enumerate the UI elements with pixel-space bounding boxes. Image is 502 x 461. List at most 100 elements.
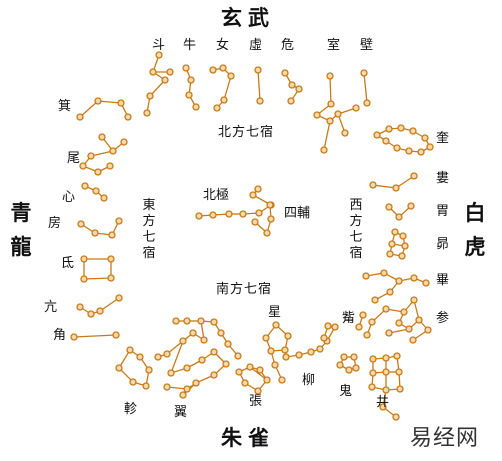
star <box>352 104 360 112</box>
star <box>388 240 396 248</box>
star <box>326 117 334 125</box>
constellation-bi <box>360 69 371 107</box>
star <box>234 352 242 360</box>
star <box>192 103 200 111</box>
star <box>352 364 360 372</box>
constellation-sifu <box>251 201 275 237</box>
star <box>405 147 413 155</box>
star <box>161 76 169 84</box>
star <box>92 187 100 195</box>
constellation-shi <box>313 72 360 154</box>
constellation-niu <box>182 64 200 111</box>
star <box>155 51 163 59</box>
star <box>382 354 390 362</box>
star <box>224 340 232 348</box>
mansion-xing-label: 星 <box>268 305 282 320</box>
star <box>385 125 393 133</box>
mansion-jing-label: 井 <box>376 395 390 410</box>
west-quarter-label: 西方七宿 <box>349 198 363 261</box>
constellation-liu <box>282 322 339 361</box>
star <box>359 311 367 319</box>
mansion-bi-label: 壁 <box>360 38 374 53</box>
star <box>393 144 401 152</box>
mansion-gui-label: 鬼 <box>339 384 353 399</box>
constellation-beiji <box>195 185 275 220</box>
star <box>396 385 404 393</box>
star <box>200 336 208 344</box>
star <box>210 348 218 356</box>
star <box>98 133 106 141</box>
star <box>163 383 171 391</box>
constellation-dou <box>143 51 174 117</box>
mansion-xin-label: 心 <box>62 190 76 205</box>
constellation-ji <box>76 97 132 121</box>
star <box>369 369 377 377</box>
constellation-weie <box>79 133 128 176</box>
constellation-yi <box>154 317 242 399</box>
star <box>380 269 388 277</box>
mansion-di-label: 氐 <box>61 256 75 271</box>
star <box>126 346 134 354</box>
star <box>272 321 280 329</box>
mansion-liu-label: 柳 <box>302 373 316 388</box>
star <box>422 279 430 287</box>
star <box>400 308 408 316</box>
star <box>251 218 259 226</box>
star <box>307 348 315 356</box>
star <box>324 322 332 330</box>
star <box>341 129 349 137</box>
star <box>382 368 390 376</box>
mansion-wei-east-label: 尾 <box>67 151 81 166</box>
star <box>246 363 254 371</box>
north-quarter-label: 北方七宿 <box>218 125 275 140</box>
star <box>368 383 376 391</box>
star <box>336 361 344 369</box>
star <box>409 127 417 135</box>
star <box>334 110 342 118</box>
star <box>281 69 289 77</box>
star <box>210 318 218 326</box>
star <box>363 331 371 339</box>
star <box>410 296 418 304</box>
constellation-zhang <box>235 363 271 395</box>
star <box>320 146 328 154</box>
star <box>397 124 405 132</box>
star <box>385 329 393 337</box>
star <box>120 138 128 146</box>
star-link <box>329 75 332 105</box>
star <box>395 213 403 221</box>
constellation-fang <box>77 217 123 239</box>
star <box>256 366 264 374</box>
star <box>417 148 425 156</box>
star <box>219 64 227 72</box>
star <box>249 191 257 199</box>
star <box>350 353 358 361</box>
star <box>217 329 225 337</box>
star <box>409 336 417 344</box>
star <box>399 232 407 240</box>
mansion-nu-label: 女 <box>216 38 230 53</box>
star <box>189 329 197 337</box>
star <box>227 72 235 80</box>
star <box>185 91 193 99</box>
mansion-fang-label: 房 <box>48 216 62 231</box>
star <box>91 229 99 237</box>
star <box>382 305 390 313</box>
star <box>254 185 262 193</box>
west-direction-title: 白虎 <box>464 201 486 259</box>
star-link <box>79 100 99 118</box>
star <box>331 323 339 331</box>
star <box>401 242 409 250</box>
star-link <box>170 340 184 374</box>
star <box>424 326 432 334</box>
star <box>163 350 171 358</box>
star <box>145 366 153 374</box>
constellation-kang <box>76 294 123 318</box>
star-link <box>149 79 166 97</box>
star <box>76 113 84 121</box>
star <box>340 353 348 361</box>
mansion-kui-label: 奎 <box>436 131 450 146</box>
constellation-di <box>80 255 115 283</box>
